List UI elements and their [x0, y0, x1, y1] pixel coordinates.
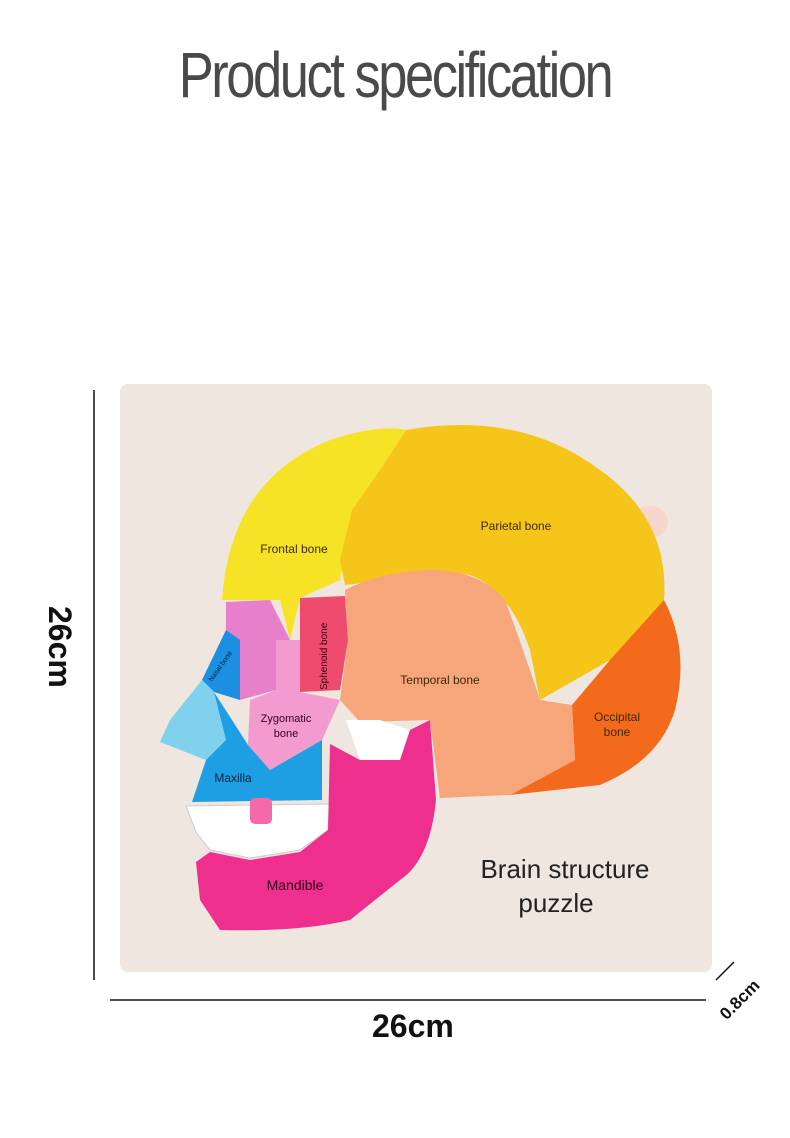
sphenoid-bone-piece — [300, 596, 348, 692]
zygomatic-bone-label-line1: Zygomatic — [261, 713, 312, 725]
parietal-bone-piece — [340, 425, 665, 700]
zygomatic-bone-piece — [248, 640, 340, 770]
width-dimension-label: 26cm — [372, 1008, 454, 1044]
tooth-cross-section-icon — [250, 798, 272, 824]
occipital-bone-label-line2: bone — [604, 725, 631, 739]
orbit-piece — [226, 600, 290, 700]
mandible-label: Mandible — [267, 877, 324, 893]
page-title: Product specification — [178, 39, 614, 111]
occipital-bone-label-line1: Occipital — [594, 710, 640, 724]
temporal-bone-piece — [340, 570, 575, 798]
nose-piece — [160, 680, 226, 760]
nasal-bone-piece — [202, 630, 240, 700]
height-dimension-label: 26cm — [42, 606, 78, 688]
puzzle-caption-line2: puzzle — [518, 888, 593, 918]
frontal-bone-piece — [222, 428, 406, 640]
depth-dimension-line — [715, 961, 735, 981]
mandible-piece — [196, 720, 436, 931]
puzzle-caption-line1: Brain structure — [480, 854, 649, 884]
parietal-bone-label: Parietal bone — [481, 519, 552, 533]
temporal-bone-label: Temporal bone — [400, 673, 480, 687]
maxilla-piece — [192, 692, 322, 802]
occipital-bone-piece — [510, 600, 681, 795]
sphenoid-bone-label: Sphenoid bone — [319, 622, 330, 690]
frontal-bone-label: Frontal bone — [260, 542, 328, 556]
jaw-joint-piece — [346, 720, 410, 760]
maxilla-label: Maxilla — [214, 771, 252, 785]
zygomatic-bone-label-line2: bone — [274, 728, 298, 740]
